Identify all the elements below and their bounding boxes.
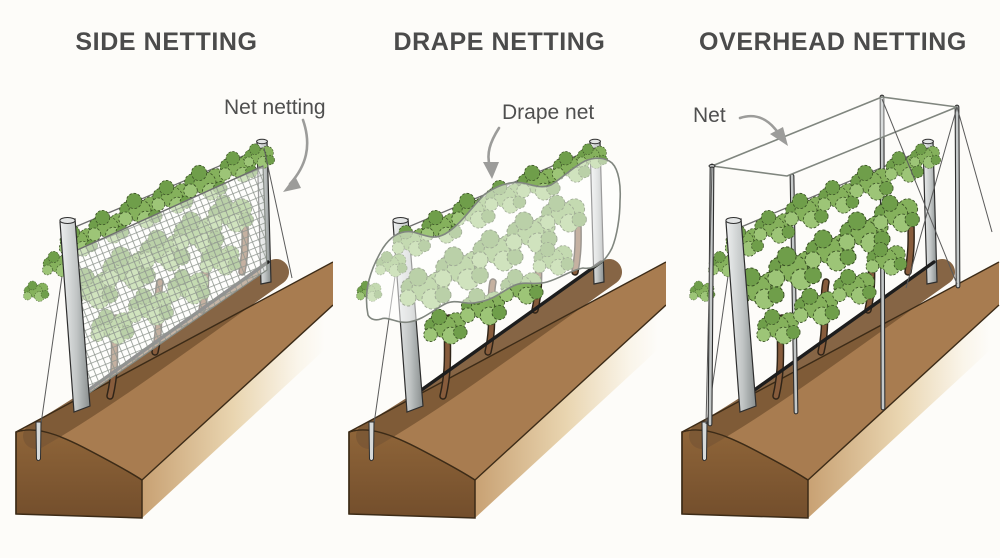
arrowhead-icon <box>483 162 499 179</box>
drape-net <box>365 157 622 324</box>
guy-wires <box>705 98 993 425</box>
side-netting-illustration <box>0 118 333 558</box>
curved-arrow-icon <box>487 126 501 169</box>
drape-netting-illustration <box>333 0 666 558</box>
panel-overhead-netting: OVERHEAD NETTING Net <box>666 0 1000 558</box>
curved-arrow-icon <box>288 118 309 186</box>
page-title: DRAPE NETTING <box>393 28 606 56</box>
page-title: OVERHEAD NETTING <box>699 28 967 56</box>
panel-drape-netting: DRAPE NETTING Drape net <box>333 0 666 558</box>
net-annotation: Drape net <box>502 101 595 124</box>
net-annotation: Net <box>693 104 726 127</box>
panel-side-netting: SIDE NETTING Net netting <box>0 0 333 558</box>
overhead-netting-illustration <box>666 94 1000 558</box>
net-annotation: Net netting <box>224 96 326 119</box>
arrowhead-icon <box>770 127 788 146</box>
arrowhead-icon <box>283 176 301 192</box>
curved-arrow-icon <box>738 114 781 136</box>
side-net <box>63 165 268 400</box>
page-title: SIDE NETTING <box>75 28 258 56</box>
